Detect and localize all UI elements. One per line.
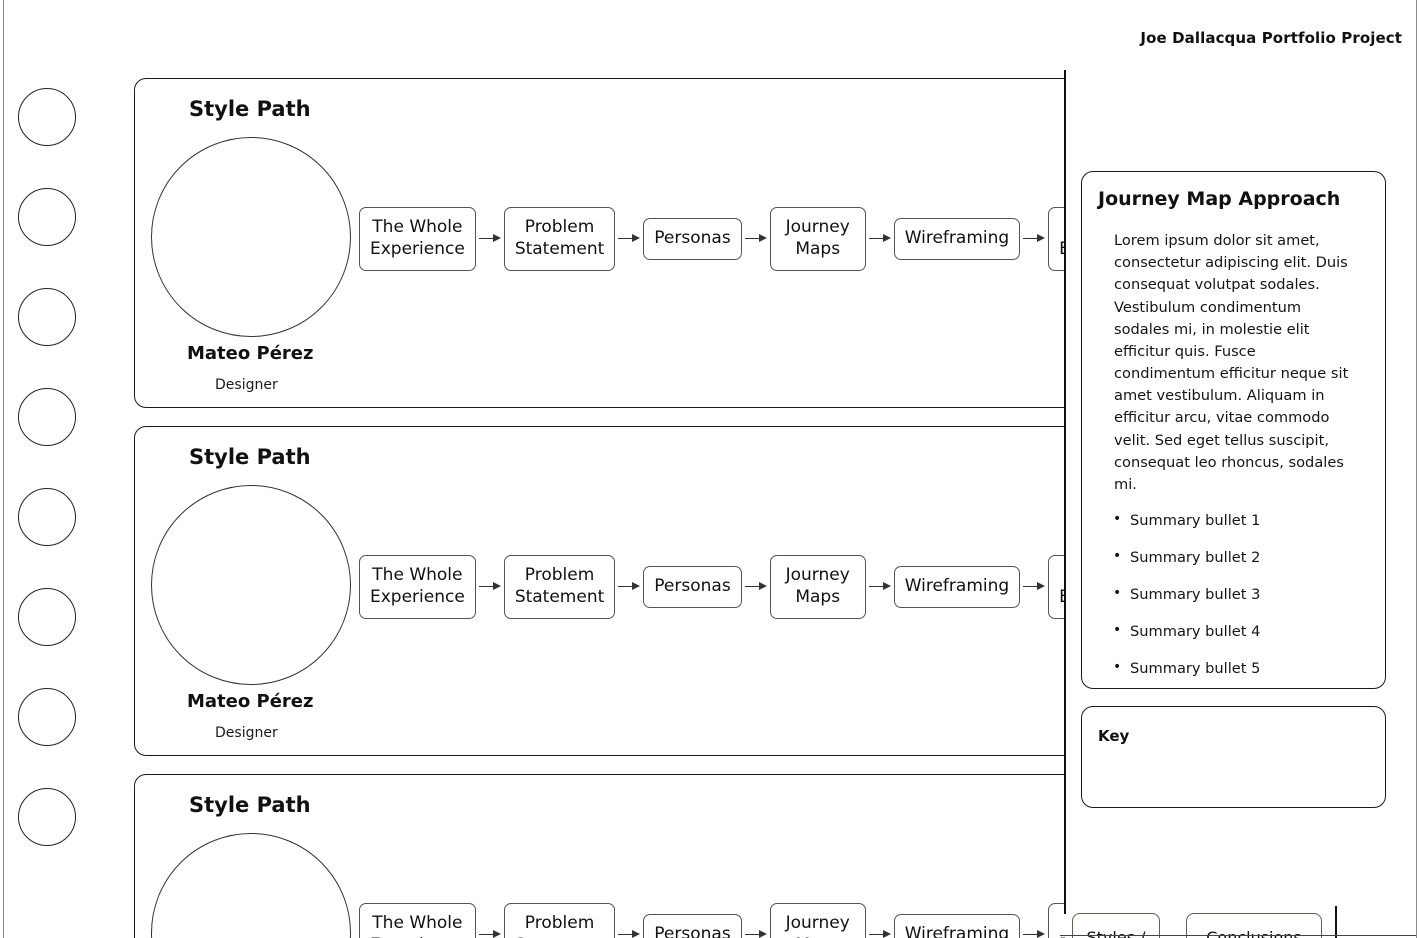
flow-step-box[interactable]: Journey Maps (769, 207, 866, 271)
process-flow: The Whole Experience Problem Statement Per… (359, 555, 1065, 619)
rail-circle-6[interactable] (18, 588, 76, 646)
page-right-border (1416, 0, 1417, 938)
rail-circle-4[interactable] (18, 388, 76, 446)
page-title: Joe Dallacqua Portfolio Project (1140, 29, 1402, 47)
arrow-right-icon (615, 233, 643, 245)
flow-step-box[interactable]: Problem Statement (503, 207, 616, 271)
journey-map-approach-panel: Journey Map Approach Lorem ipsum dolor s… (1081, 171, 1386, 689)
rail-circle-5[interactable] (18, 488, 76, 546)
flow-step-box[interactable]: Journey Maps (769, 555, 866, 619)
flow-step-box[interactable]: Personas (643, 217, 742, 260)
flow-step-box[interactable]: Problem Statement (503, 555, 616, 619)
flow-step-box[interactable]: Personas (643, 913, 742, 938)
left-rail (18, 88, 78, 888)
flow-step-box[interactable]: Wireframing (893, 217, 1021, 260)
flow-step-box[interactable]: Styles / Branding (1048, 903, 1065, 938)
arrow-right-icon (476, 233, 504, 245)
rail-circle-8[interactable] (18, 788, 76, 846)
summary-bullet: Summary bullet 4 (1110, 622, 1367, 640)
page-left-border (3, 0, 4, 938)
person-name: Mateo Pérez (187, 691, 314, 712)
arrow-right-icon (1020, 233, 1048, 245)
avatar (151, 833, 351, 938)
flow-step-box[interactable]: Styles / Branding (1048, 207, 1065, 271)
arrow-right-icon (476, 581, 504, 593)
flow-step-box[interactable]: The Whole Experience (359, 903, 476, 938)
journey-panel-body: Lorem ipsum dolor sit amet, consectetur … (1114, 232, 1349, 493)
process-flow: The Whole Experience Problem Statement Per… (359, 207, 1065, 271)
flow-step-box[interactable]: Journey Maps (769, 903, 866, 938)
arrow-right-icon (1020, 929, 1048, 938)
summary-bullet: Summary bullet 1 (1110, 511, 1367, 529)
bottom-horizontal-rule (1060, 935, 1416, 937)
rail-circle-7[interactable] (18, 688, 76, 746)
arrow-right-icon (1020, 581, 1048, 593)
content-clip-line (1064, 70, 1066, 902)
person-role: Designer (215, 377, 278, 393)
key-panel-heading: Key (1098, 727, 1130, 745)
bottom-flow-box-styles[interactable]: Styles / (1072, 913, 1160, 938)
flow-step-box[interactable]: Personas (643, 565, 742, 608)
person-name: Mateo Pérez (187, 343, 314, 364)
avatar (151, 137, 351, 337)
arrow-right-icon (615, 929, 643, 938)
journey-panel-bullets: Summary bullet 1 Summary bullet 2 Summary … (1110, 511, 1367, 697)
process-flow: The Whole Experience Problem Statement Per… (359, 903, 1065, 938)
rail-circle-3[interactable] (18, 288, 76, 346)
flow-step-box[interactable]: The Whole Experience (359, 555, 476, 619)
flow-step-box[interactable]: The Whole Experience (359, 207, 476, 271)
flow-step-box[interactable]: Styles / Branding (1048, 555, 1065, 619)
arrow-right-icon (476, 929, 504, 938)
content-clip-tick (1064, 900, 1066, 914)
summary-bullet: Summary bullet 3 (1110, 585, 1367, 603)
arrow-right-icon (742, 233, 770, 245)
avatar (151, 485, 351, 685)
rail-circle-2[interactable] (18, 188, 76, 246)
arrow-right-icon (866, 233, 894, 245)
flow-step-box[interactable]: Problem Statement (503, 903, 616, 938)
arrow-right-icon (742, 581, 770, 593)
card-title: Style Path (189, 445, 311, 469)
summary-bullet: Summary bullet 5 (1110, 659, 1367, 677)
key-panel: Key (1081, 706, 1386, 808)
arrow-right-icon (866, 581, 894, 593)
flow-step-box[interactable]: Wireframing (893, 565, 1021, 608)
journey-panel-heading: Journey Map Approach (1098, 188, 1341, 210)
arrow-right-icon (742, 929, 770, 938)
card-title: Style Path (189, 793, 311, 817)
arrow-right-icon (866, 929, 894, 938)
person-role: Designer (215, 725, 278, 741)
flow-step-box[interactable]: Wireframing (893, 913, 1021, 938)
rail-circle-1[interactable] (18, 88, 76, 146)
bottom-flow-box-conclusions[interactable]: Conclusions (1186, 913, 1322, 938)
bottom-divider-line (1335, 906, 1337, 938)
arrow-right-icon (615, 581, 643, 593)
summary-bullet: Summary bullet 2 (1110, 548, 1367, 566)
card-title: Style Path (189, 97, 311, 121)
